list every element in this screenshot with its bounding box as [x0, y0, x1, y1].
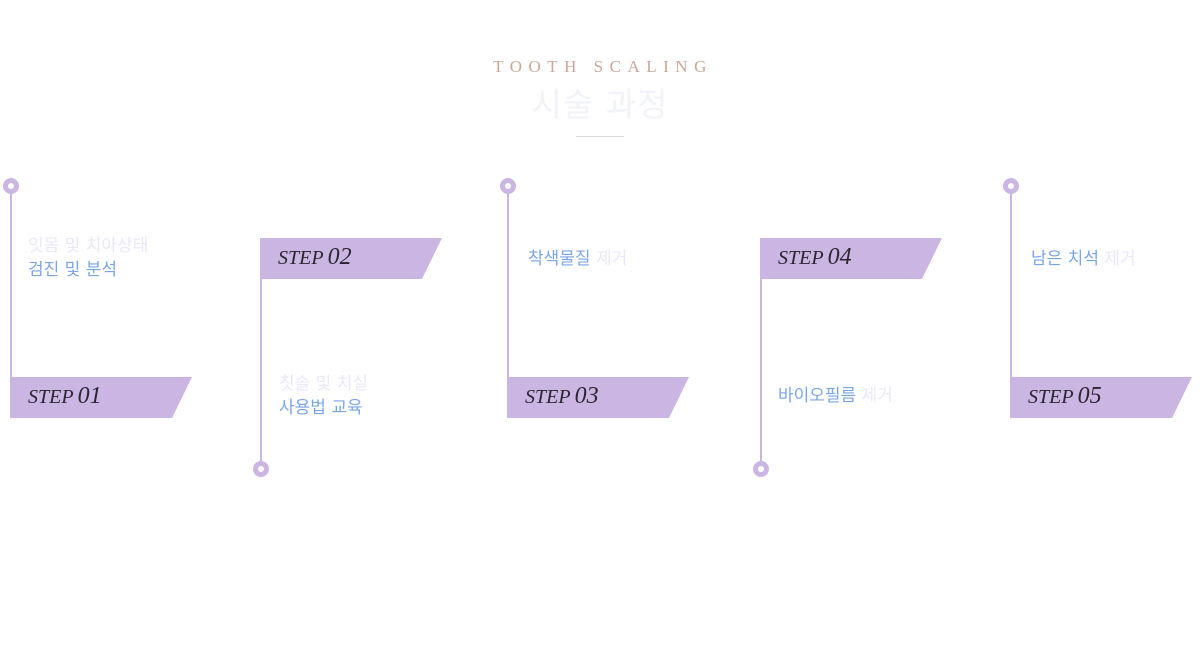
step-04-highlight: 바이오필름: [778, 386, 857, 406]
step-02-line2: 사용법 교육: [279, 398, 363, 418]
timeline-dot-icon: [3, 178, 19, 194]
step-03-description: 착색물질 제거: [528, 247, 627, 271]
step-02-flag: STEP 02: [260, 238, 442, 279]
step-05-highlight: 남은 치석: [1031, 249, 1099, 269]
step-01-label: STEP 01: [28, 383, 102, 409]
step-02-line: [260, 240, 262, 462]
title-divider: [576, 136, 624, 137]
timeline-dot-icon: [253, 461, 269, 477]
step-03-highlight: 착색물질: [528, 249, 591, 269]
step-03-rest: 제거: [595, 249, 628, 269]
step-01-line2: 검진 및 분석: [28, 260, 118, 280]
step-01-line1: 잇몸 및 치아상태: [28, 236, 149, 256]
section-title: 시술 과정: [531, 85, 669, 124]
step-05-line: [1010, 186, 1012, 378]
step-03-flag: STEP 03: [507, 377, 689, 418]
step-05-rest: 제거: [1104, 249, 1136, 269]
step-02-label: STEP 02: [278, 244, 352, 270]
step-04-rest: 제거: [861, 386, 893, 406]
step-03-line: [507, 186, 509, 378]
step-01-flag: STEP 01: [10, 377, 192, 418]
step-02-line1: 칫솔 및 치실: [279, 374, 369, 394]
step-03-label: STEP 03: [525, 383, 599, 409]
step-05-flag: STEP 05: [1010, 377, 1192, 418]
step-05-description: 남은 치석 제거: [1031, 247, 1136, 271]
step-04-line: [760, 240, 762, 462]
timeline-dot-icon: [1003, 178, 1019, 194]
step-01-description: 잇몸 및 치아상태 검진 및 분석: [28, 234, 148, 282]
step-04-description: 바이오필름 제거: [778, 384, 893, 408]
timeline-dot-icon: [500, 178, 516, 194]
section-eyebrow: TOOTH SCALING: [493, 57, 713, 76]
step-02-description: 칫솔 및 치실 사용법 교육: [279, 372, 368, 420]
step-05-label: STEP 05: [1028, 383, 1102, 409]
step-01-line: [10, 186, 12, 378]
step-04-flag: STEP 04: [760, 238, 942, 279]
timeline-dot-icon: [753, 461, 769, 477]
step-04-label: STEP 04: [778, 244, 852, 270]
